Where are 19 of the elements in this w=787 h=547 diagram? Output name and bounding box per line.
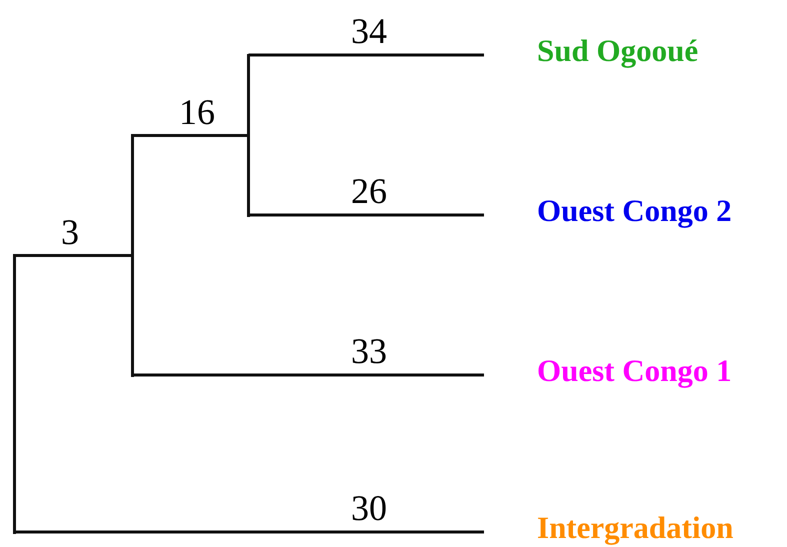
taxon-label: Ouest Congo 1	[484, 353, 732, 389]
tree-node-bar	[247, 54, 250, 217]
tree-branch	[14, 254, 132, 257]
tree-branch	[132, 134, 248, 137]
branch-support-value: 33	[351, 331, 387, 371]
tree-node-bar	[131, 134, 134, 377]
branch-support-value: 26	[351, 171, 387, 211]
taxon-label: Ouest Congo 2	[484, 193, 732, 229]
tree-branch	[248, 214, 484, 216]
tree-branch	[14, 530, 484, 534]
branch-support-value: 34	[351, 11, 387, 51]
branch-support-value: 30	[351, 488, 387, 528]
tree-branch	[132, 374, 484, 376]
taxon-label: Intergradation	[484, 510, 734, 546]
branch-support-value: 16	[179, 92, 215, 132]
taxon-label: Sud Ogooué	[484, 33, 698, 69]
tree-node-bar	[13, 254, 16, 534]
tree-branch	[248, 54, 484, 56]
branch-support-value: 3	[61, 212, 79, 252]
